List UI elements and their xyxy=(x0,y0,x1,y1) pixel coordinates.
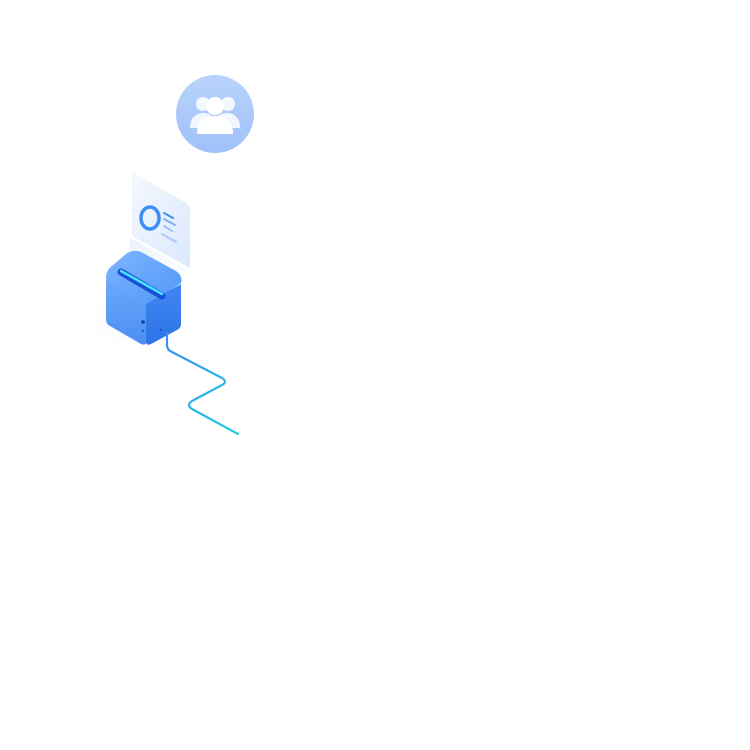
zigzag-cable xyxy=(165,331,240,436)
printer-device-icon xyxy=(106,250,182,345)
users-group-icon xyxy=(176,75,254,153)
